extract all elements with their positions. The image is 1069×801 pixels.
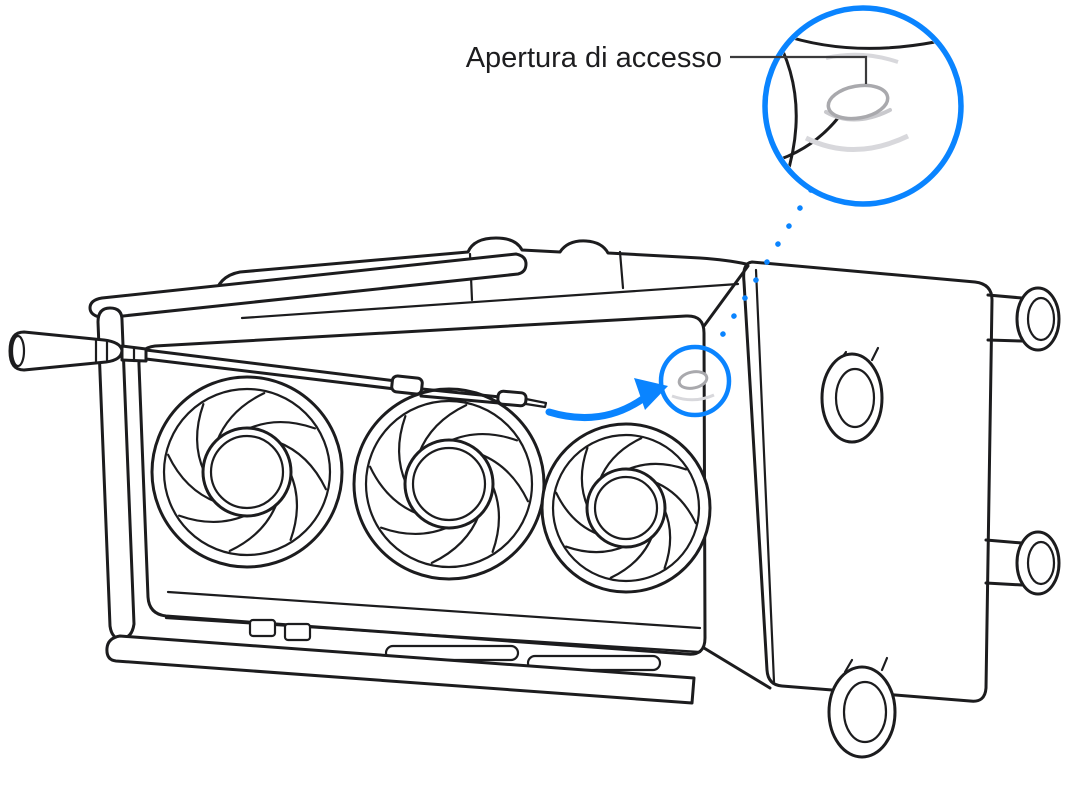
top-rail [88,252,528,320]
fan-hub [403,438,495,530]
access-aperture-hole [677,370,709,390]
soft-shading [804,133,910,152]
tray-slot-small [248,618,277,638]
foot-bottom-right [984,530,1061,596]
arrow-shaft [545,394,648,422]
surface-hint [671,393,715,402]
fan-rim-inner [364,399,534,569]
foot-lower-front [827,656,897,759]
driver-coupler [390,374,424,396]
driver-shaft [144,357,397,391]
flexible-driver [8,330,548,409]
cooling-fan-1 [150,375,344,569]
access-aperture-hole-zoomed [826,83,890,121]
fan-rim-inner [162,387,332,557]
fan-rim-inner [551,433,701,583]
soft-shading [825,52,899,64]
driver-shaft [144,348,398,383]
mac-pro-side-panel [742,260,1061,759]
handle-butt-cap [10,334,26,368]
corner-edge-top [702,264,750,328]
cooling-fan-3 [540,422,712,594]
foot-upper-front [820,346,884,444]
side-panel-outline [742,260,994,703]
bottom-rail [105,634,696,705]
fan-hub [585,467,667,549]
fan-hub [201,426,293,518]
access-aperture-label: Apertura di accesso [466,42,722,74]
cooling-fan-2 [352,387,546,581]
label-leader-line [730,55,868,84]
driver-bit-tip [524,397,548,409]
frame-rails [88,252,696,705]
side-panel-edge [754,268,776,684]
fan-hub-inner [593,475,659,541]
top-ridge [212,236,748,300]
magnifier-ring [762,5,964,207]
aperture-highlight-circle [658,344,732,418]
tray-slot-small [283,622,312,642]
top-seam [618,250,625,290]
zoom-callout-circle [762,5,964,207]
fan-hub-inner [209,434,285,510]
fan-hub-inner [411,446,487,522]
corner-edge-bottom [702,646,772,690]
tray-back-edge [166,590,702,630]
foot-top-right [986,286,1061,352]
driver-extension [419,394,501,405]
highlight-ring [658,344,732,418]
driver-handle [8,330,124,372]
top-inner-ridge [240,282,740,320]
driver-bit-holder [496,389,528,408]
metal-contour [778,32,937,50]
driver-extension [420,387,502,399]
